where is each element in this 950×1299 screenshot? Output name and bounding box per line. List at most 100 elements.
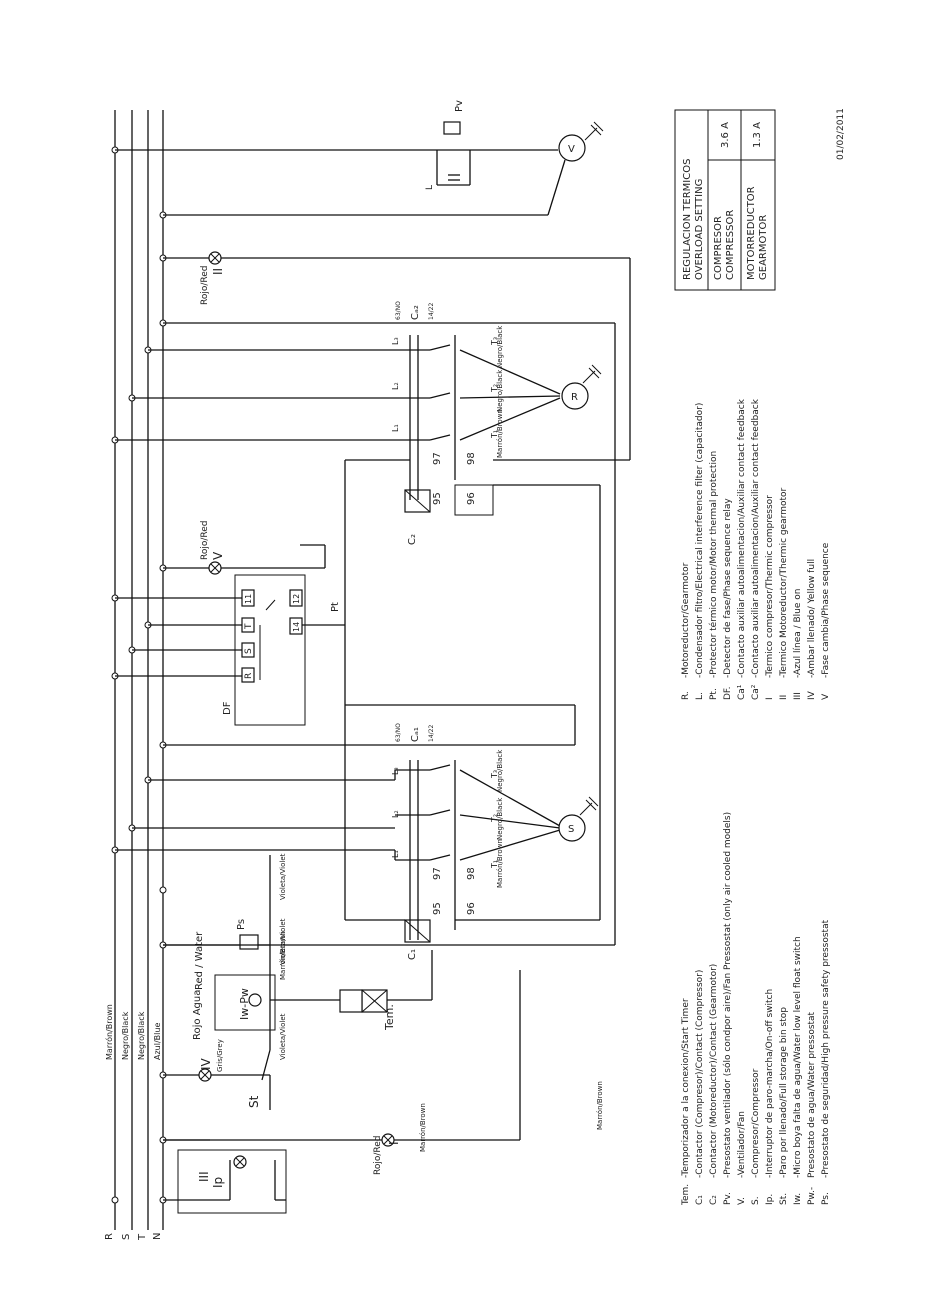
df-term-12-label: 12 (292, 594, 301, 604)
wire-color-black-2: Negro/Black (496, 749, 504, 792)
legend-left-code-2: C₂ (709, 1195, 719, 1205)
c2-95: 95 (432, 492, 443, 505)
svg-text:L₂: L₂ (391, 810, 400, 818)
bus-label-r: R (104, 1233, 115, 1240)
legend-right-desc-5: -Contacto auxiliar autoalimentacion/Auxi… (751, 398, 761, 678)
gearmotor-icon (561, 382, 589, 410)
bus-label-n: N (152, 1233, 163, 1240)
legend-right-code-9: IV (807, 690, 817, 700)
bus-color-t: Negro/Black (137, 1011, 146, 1060)
st-label: St (247, 1095, 261, 1108)
legend-right-desc-2: -Protector térmico motor/Motor thermal p… (708, 451, 719, 678)
legend-left-desc-10: -Presostato de seguridad/High pressure s… (821, 919, 831, 1178)
pv-label: Pv (454, 100, 465, 112)
legend-left-desc-5: -Compresor/Compressor (751, 1068, 761, 1178)
legend-left-desc-7: -Paro por llenado/Full storage bin stop (779, 1007, 789, 1178)
gearmotor-contactor-group: C₂ 95 96 97 98 L₁ L₂ L₃ T₁ T₂ T₃ Marrón/… (115, 301, 631, 946)
df-label: DF (222, 701, 233, 715)
legend-right-code-3: DF. (723, 686, 733, 700)
bus-color-r: Marrón/Brown (104, 1004, 114, 1060)
compressor-motor-icon (558, 814, 586, 842)
wire-color-brown-5: Marrón/Brown (596, 1081, 604, 1130)
wire-color-brown-3: Marrón/Brown (496, 839, 504, 888)
c2-97: 97 (432, 452, 443, 465)
legend-right-desc-0: -Motoreductor/Gearmotor (681, 562, 691, 678)
table-row-1-value: 1.3 A (752, 122, 763, 148)
legend-left-desc-6: -Interruptor de paro-marcha/On-off switc… (765, 989, 775, 1178)
fan-group: V Pv L (115, 100, 604, 216)
phase-sequence-lamp: Rojo/Red V (163, 521, 326, 575)
legend-right-desc-9: -Ambar llenado/ Yellow full (807, 559, 817, 678)
legend-right-desc-3: -Detector de fase/Phase sequence relay (723, 498, 733, 678)
svg-text:L₁: L₁ (391, 850, 400, 858)
fan-motor-icon (558, 134, 586, 162)
legend-left-code-7: St. (779, 1193, 789, 1205)
legend-left-desc-3: -Presostato ventilador (sólo condpor air… (722, 812, 733, 1178)
ps-label: Ps (236, 919, 247, 930)
legend-left-desc-2: -Contactor (Motoreductor)/Contact (Gearm… (709, 964, 719, 1178)
legend-left-desc-8: -Micro boya falta de agua/Water low leve… (793, 936, 803, 1178)
ca2-no: 63/NO (395, 301, 402, 320)
df-term-r-label: R (244, 673, 254, 679)
table-header-1: REGULACION TERMICOS (682, 159, 693, 280)
compressor-contactor-group: C₁ 95 96 97 98 L₁ L₂ L₃ T₁ T₂ T₃ Marrón/… (115, 704, 599, 960)
bus-color-s: Negro/Black (121, 1011, 130, 1060)
gearmotor-thermic-lamp: Rojo/Red II (163, 251, 631, 323)
c1-97: 97 (432, 867, 443, 880)
wire-color-violet-2: Violeta/Violet (279, 853, 287, 900)
legend-left: Tem. -Temporizador a la conexion/Start T… (681, 812, 831, 1206)
svg-text:T₁: T₁ (490, 860, 499, 869)
legend-left-code-0: Tem. (681, 1184, 691, 1206)
ca1-1422: 14/22 (428, 725, 435, 742)
ip-lamp-label: III (197, 1171, 211, 1182)
lamp-II-color: Rojo/Red (200, 266, 210, 306)
svg-text:L: L (425, 185, 435, 190)
c1-95: 95 (432, 902, 443, 915)
svg-text:T₁: T₁ (490, 430, 499, 439)
legend-right-desc-1: -Condensador filtro/Electrical interfere… (695, 403, 705, 678)
wire-color-black-3: Negro/Black (496, 369, 504, 412)
legend-left-desc-1: -Contactor (Compresor)/Contact (Compress… (695, 970, 705, 1178)
ca2-label: Cₐ₂ (410, 305, 421, 320)
wire-color-brown-1: Marrón/Brown (419, 1103, 427, 1152)
legend-right-code-2: Pt. (709, 688, 719, 700)
svg-text:T₃: T₃ (490, 770, 499, 779)
rojo-agua-label: Rojo Agua (192, 990, 203, 1040)
legend-right-code-8: III (793, 692, 803, 700)
lamp-V-label: V (211, 551, 225, 560)
ip-switch-box (177, 1149, 287, 1214)
on-off-switch-group: Ip III Marrón/Brown (163, 970, 521, 1214)
legend-left-code-1: C₁ (695, 1195, 705, 1205)
legend-right-code-5: Ca² (751, 684, 761, 700)
legend-right-desc-8: -Azul línea / Blue on (793, 589, 803, 679)
legend-right-desc-4: -Contacto auxiliar autoalimentacion/Auxi… (737, 398, 747, 678)
table-row-0-name2: COMPRESSOR (725, 210, 736, 280)
svg-text:L₁: L₁ (391, 424, 400, 432)
legend-left-code-9: Pw.- (807, 1187, 817, 1205)
legend-left-desc-0: -Temporizador a la conexion/Start Timer (681, 998, 691, 1178)
legend-left-code-10: Ps. (821, 1192, 831, 1205)
df-term-s-label: S (244, 648, 254, 654)
legend-left-code-4: V. (737, 1197, 747, 1205)
c2-98: 98 (466, 452, 477, 465)
legend-right-code-1: L. (695, 692, 705, 700)
motor-V-label: V (568, 144, 575, 155)
iw-pw-box (214, 974, 276, 1031)
motor-R-label: R (571, 392, 578, 403)
iw-pw-lamp-icon (248, 993, 262, 1007)
c1-98: 98 (466, 867, 477, 880)
motor-S-label: S (568, 824, 574, 835)
wire-color-black-4: Negro/Black (496, 325, 504, 368)
legend-left-code-5: S. (751, 1196, 761, 1205)
legend-right-desc-6: -Termico compresor/Thermic compressor (765, 495, 775, 678)
c2-96: 96 (466, 492, 477, 505)
legend-left-desc-9: Presostato de agua/Water pressostat (807, 1011, 817, 1178)
legend-left-desc-4: -Ventilador/Fan (737, 1111, 747, 1178)
c2-96-box (454, 484, 494, 516)
df-term-r (241, 667, 255, 683)
legend-right-code-4: Ca¹ (737, 684, 747, 700)
table-row-1-name1: MOTORREDUCTOR (746, 186, 757, 280)
legend-left-code-8: Iw. (793, 1193, 803, 1205)
lamp-IV-label: IV (199, 1057, 213, 1070)
